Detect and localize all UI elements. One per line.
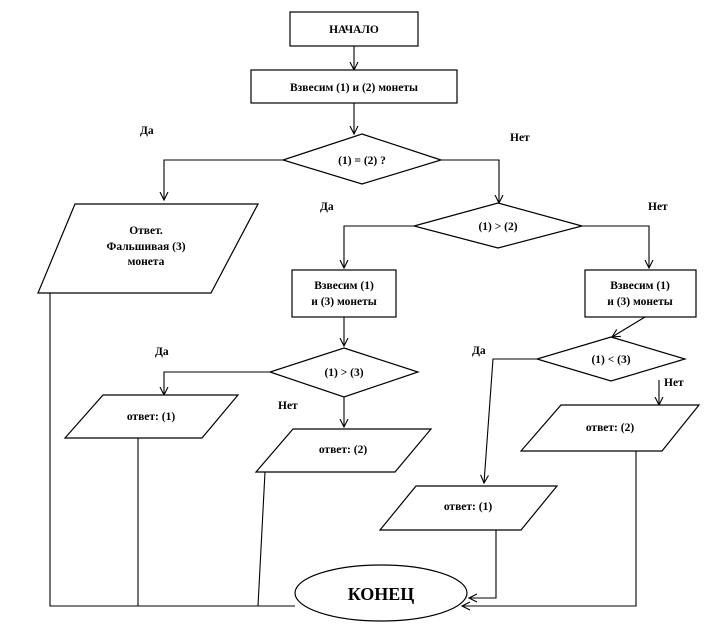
edge-weigh13-right-to-cond <box>612 316 646 337</box>
start-label: НАЧАЛО <box>329 24 379 36</box>
label-gt13-no: Нет <box>278 400 298 412</box>
answer-left-1-label: ответ: (1) <box>127 411 175 423</box>
process-weigh-1-2: Взвесим (1) и (2) монеты <box>250 69 458 104</box>
output-answer-left-1: ответ: (1) <box>63 394 240 439</box>
label-lt13-no: Нет <box>664 377 684 389</box>
weigh-1-3-right-line-2: и (3) монеты <box>607 296 673 308</box>
label-lt13-yes: Да <box>472 345 486 357</box>
edge-labels: Да Нет Да Нет Да Нет Да Нет <box>140 125 684 412</box>
answer-right-1-label: ответ: (1) <box>444 501 492 513</box>
output-answer-left-2: ответ: (2) <box>254 428 433 473</box>
label-gt12-yes: Да <box>320 201 334 213</box>
output-answer-3: Ответ. Фальшивая (3) монета <box>37 203 259 294</box>
end-label: КОНЕЦ <box>348 584 415 604</box>
decision-1-gt-3: (1) > (3) <box>268 347 420 398</box>
label-eq-yes: Да <box>140 125 154 137</box>
cond-1-lt-3-label: (1) < (3) <box>591 354 630 366</box>
edge-cond-gt12-no <box>582 225 649 268</box>
answer-3-line-2: Фальшивая (3) <box>106 241 185 253</box>
weigh-1-3-right-line-1: Взвесим (1) <box>610 280 670 292</box>
edge-answer3-to-end <box>49 292 295 607</box>
cond-1-gt-2-label: (1) > (2) <box>478 221 517 233</box>
output-answer-right-1: ответ: (1) <box>378 485 559 531</box>
edge-cond-eq-no <box>441 159 499 203</box>
process-weigh-1-3-left: Взвесим (1) и (3) монеты <box>291 269 397 318</box>
edge-cond-gt12-yes <box>344 225 414 268</box>
process-weigh-1-3-right: Взвесим (1) и (3) монеты <box>584 269 697 318</box>
decision-1-gt-2: (1) > (2) <box>411 202 585 249</box>
label-gt13-yes: Да <box>155 346 169 358</box>
weigh-1-3-left-line-2: и (3) монеты <box>311 296 377 308</box>
output-answer-right-2: ответ: (2) <box>519 404 701 452</box>
answer-right-2-label: ответ: (2) <box>586 422 634 434</box>
start-node: НАЧАЛО <box>289 11 419 47</box>
edge-cond-eq-yes <box>164 159 283 200</box>
cond-1-eq-2-label: (1) = (2) ? <box>338 155 386 167</box>
decision-1-eq-2: (1) = (2) ? <box>281 133 443 185</box>
label-eq-no: Нет <box>510 132 530 144</box>
edge-answer-right1-to-end <box>469 530 497 598</box>
edge-answer-right2-to-end <box>462 451 637 606</box>
edge-cond-gt13-yes <box>164 371 270 395</box>
end-node: КОНЕЦ <box>294 564 468 622</box>
cond-1-gt-3-label: (1) > (3) <box>324 367 363 379</box>
answer-left-2-label: ответ: (2) <box>319 444 367 456</box>
answer-3-line-3: монета <box>128 256 165 268</box>
weigh-1-2-label: Взвесим (1) и (2) монеты <box>290 82 418 94</box>
connectors <box>49 46 659 607</box>
weigh-1-3-left-line-1: Взвесим (1) <box>314 280 374 292</box>
edge-cond-lt13-yes <box>484 358 537 483</box>
decision-1-lt-3: (1) < (3) <box>534 336 688 382</box>
label-gt12-no: Нет <box>648 201 668 213</box>
edge-answer-left2-down <box>257 471 266 607</box>
answer-3-line-1: Ответ. <box>129 225 163 237</box>
